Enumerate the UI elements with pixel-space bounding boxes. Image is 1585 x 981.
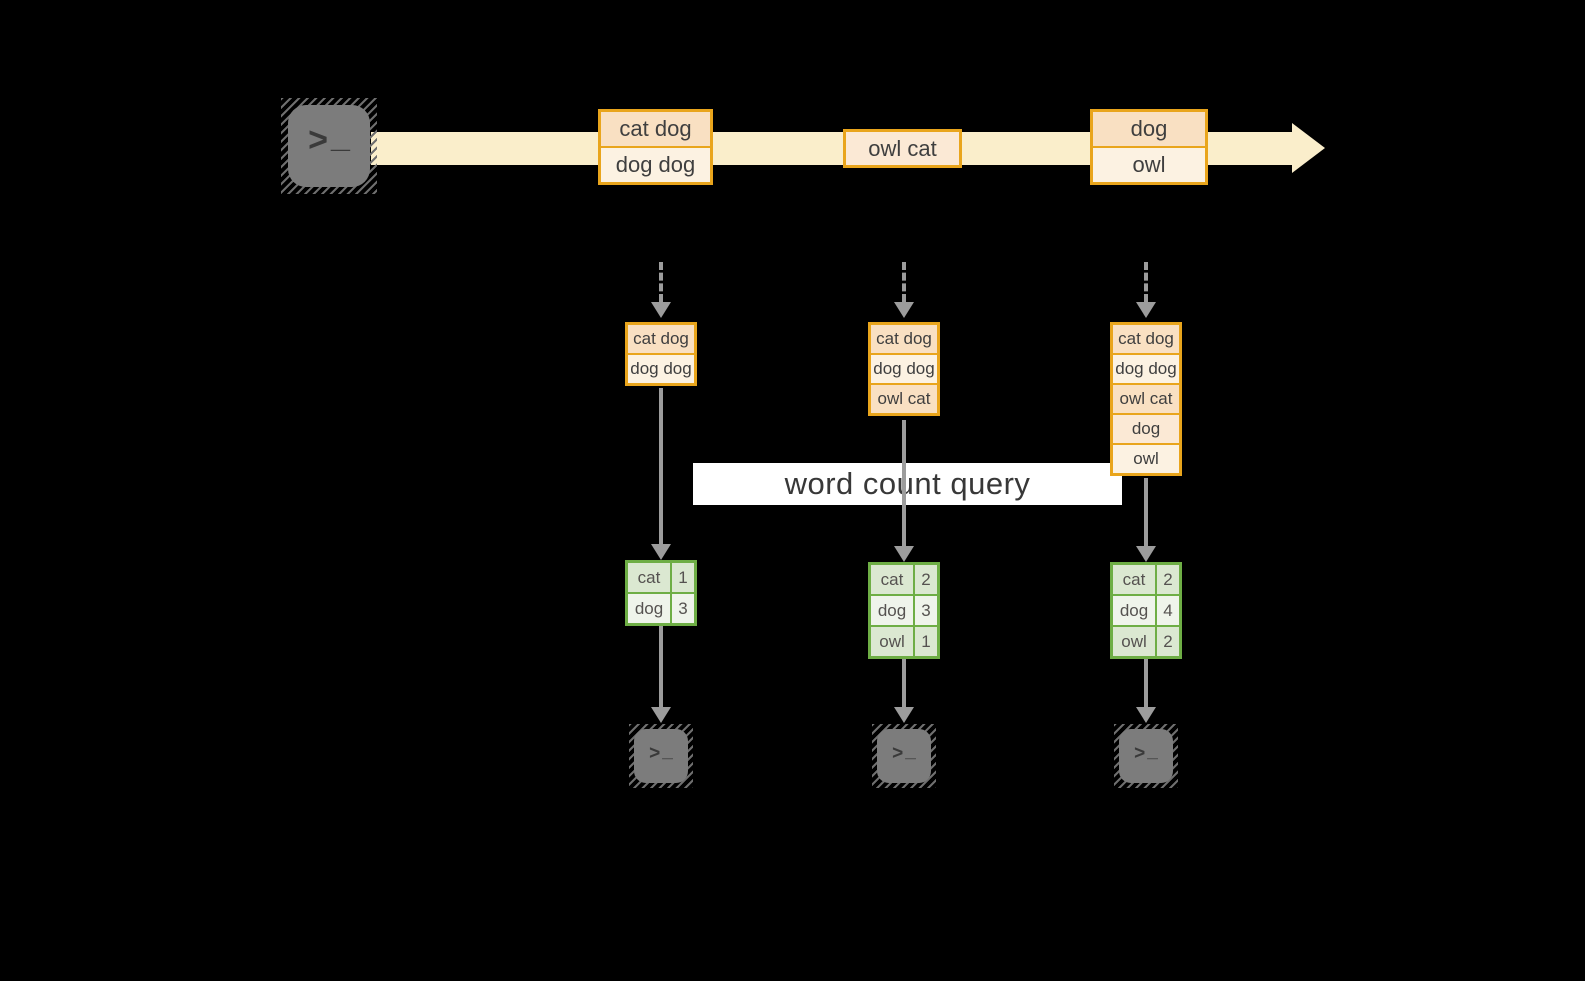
stack-row: cat dog: [871, 325, 937, 353]
count-value: 3: [672, 594, 694, 623]
count-word: owl: [1113, 627, 1155, 656]
stream-stack-2: cat dog dog dog owl cat: [868, 322, 940, 416]
dashed-arrow-head-icon: [1136, 302, 1156, 318]
stack-row: cat dog: [628, 325, 694, 353]
query-arrow-line: [1144, 478, 1148, 548]
stack-row: dog: [1113, 415, 1179, 443]
query-arrow-line: [659, 388, 663, 546]
event-row: owl: [1093, 148, 1205, 182]
terminal-icon: >_: [288, 105, 370, 187]
count-word: dog: [1113, 596, 1155, 625]
stack-row: dog dog: [871, 355, 937, 383]
event-row: dog: [1093, 112, 1205, 146]
stack-row: owl cat: [871, 385, 937, 413]
dashed-arrow-line: [659, 262, 663, 302]
output-terminal-3: >_: [1114, 724, 1178, 788]
event-box-1: cat dog dog dog: [598, 109, 713, 185]
count-value: 4: [1157, 596, 1179, 625]
output-terminal-1: >_: [629, 724, 693, 788]
stack-row: cat dog: [1113, 325, 1179, 353]
count-word: cat: [871, 565, 913, 594]
output-arrow-head-icon: [894, 707, 914, 723]
output-arrow-head-icon: [651, 707, 671, 723]
output-arrow-line: [1144, 659, 1148, 708]
source-terminal-icon: >_: [281, 98, 377, 194]
dashed-arrow-line: [1144, 262, 1148, 302]
stack-row: owl cat: [1113, 385, 1179, 413]
count-value: 2: [915, 565, 937, 594]
stack-row: dog dog: [628, 355, 694, 383]
stack-row: owl: [1113, 445, 1179, 473]
output-terminal-2: >_: [872, 724, 936, 788]
event-row: owl cat: [846, 132, 959, 165]
count-value: 1: [915, 627, 937, 656]
dashed-arrow-head-icon: [894, 302, 914, 318]
count-table-2: cat 2 dog 3 owl 1: [868, 562, 940, 659]
count-table-1: cat 1 dog 3: [625, 560, 697, 626]
count-table-3: cat 2 dog 4 owl 2: [1110, 562, 1182, 659]
count-word: dog: [871, 596, 913, 625]
stream-stack-1: cat dog dog dog: [625, 322, 697, 386]
stack-row: dog dog: [1113, 355, 1179, 383]
output-arrow-head-icon: [1136, 707, 1156, 723]
count-word: owl: [871, 627, 913, 656]
count-word: cat: [1113, 565, 1155, 594]
query-arrow-head-icon: [1136, 546, 1156, 562]
count-word: dog: [628, 594, 670, 623]
terminal-icon: >_: [1119, 729, 1173, 783]
count-value: 2: [1157, 565, 1179, 594]
output-arrow-line: [659, 626, 663, 708]
event-row: dog dog: [601, 148, 710, 182]
terminal-icon: >_: [634, 729, 688, 783]
count-value: 2: [1157, 627, 1179, 656]
dashed-arrow-line: [902, 262, 906, 302]
stream-stack-3: cat dog dog dog owl cat dog owl: [1110, 322, 1182, 476]
query-arrow-line: [902, 420, 906, 548]
event-row: cat dog: [601, 112, 710, 146]
count-value: 3: [915, 596, 937, 625]
event-box-2: owl cat: [843, 129, 962, 168]
query-arrow-head-icon: [894, 546, 914, 562]
query-label: word count query: [693, 463, 1122, 505]
query-arrow-head-icon: [651, 544, 671, 560]
output-arrow-line: [902, 659, 906, 708]
terminal-icon: >_: [877, 729, 931, 783]
event-box-3: dog owl: [1090, 109, 1208, 185]
count-value: 1: [672, 563, 694, 592]
dashed-arrow-head-icon: [651, 302, 671, 318]
count-word: cat: [628, 563, 670, 592]
stream-timeline-arrowhead-icon: [1292, 123, 1325, 173]
